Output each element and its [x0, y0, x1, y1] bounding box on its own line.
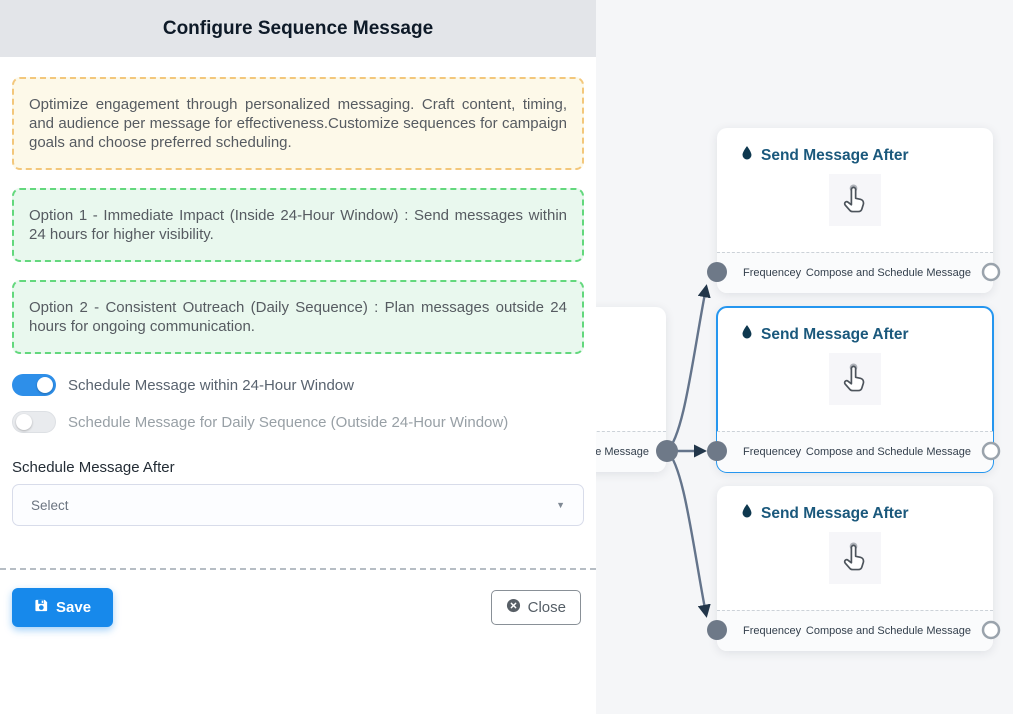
- flow-node-send-message-1[interactable]: Send Message After Frequencey Compose an…: [717, 128, 993, 293]
- info-note: Optimize engagement through personalized…: [12, 77, 584, 170]
- save-button[interactable]: Save: [12, 588, 114, 627]
- save-button-label: Save: [56, 599, 92, 616]
- schedule-after-label: Schedule Message After: [12, 459, 175, 476]
- handle-label-frequency: Frequencey: [743, 267, 802, 279]
- droplet-icon: [740, 145, 754, 166]
- page-title: Configure Sequence Message: [162, 17, 434, 39]
- close-icon: [506, 598, 521, 617]
- panel-header: Configure Sequence Message: [0, 0, 596, 57]
- droplet-icon: [740, 324, 754, 345]
- node-title: Send Message After: [761, 325, 909, 343]
- handle-label-frequency: Frequencey: [743, 625, 802, 637]
- node-title: Send Message After: [761, 504, 909, 522]
- hand-pointer-icon[interactable]: [829, 353, 881, 405]
- toggle-24h-window-label: Schedule Message within 24-Hour Window: [68, 376, 354, 394]
- footer-divider: [0, 568, 596, 570]
- toggle-24h-window[interactable]: [12, 374, 56, 396]
- schedule-after-select[interactable]: Select ▼: [12, 484, 584, 526]
- hand-pointer-icon[interactable]: [829, 532, 881, 584]
- option-1-note: Option 1 - Immediate Impact (Inside 24-H…: [12, 188, 584, 262]
- chevron-down-icon: ▼: [556, 500, 565, 510]
- option-2-note: Option 2 - Consistent Outreach (Daily Se…: [12, 280, 584, 354]
- partial-node-footer-label: ce Message: [589, 446, 649, 458]
- configure-sequence-panel: Configure Sequence Message Optimize enga…: [0, 0, 596, 627]
- toggle-daily-sequence[interactable]: [12, 411, 56, 433]
- handle-label-compose: Compose and Schedule Message: [805, 446, 971, 458]
- toggle-daily-sequence-label: Schedule Message for Daily Sequence (Out…: [68, 413, 509, 431]
- save-icon: [34, 598, 49, 617]
- hand-pointer-icon[interactable]: [829, 174, 881, 226]
- handle-label-compose: Compose and Schedule Message: [805, 625, 971, 637]
- close-button-label: Close: [527, 599, 566, 616]
- handle-label-frequency: Frequencey: [743, 446, 802, 458]
- flow-node-send-message-3[interactable]: Send Message After Frequencey Compose an…: [717, 486, 993, 651]
- select-value: Select: [31, 497, 69, 513]
- close-button[interactable]: Close: [490, 590, 581, 625]
- handle-label-compose: Compose and Schedule Message: [805, 267, 971, 279]
- flow-node-send-message-2[interactable]: Send Message After Frequencey Compose an…: [716, 306, 994, 473]
- droplet-icon: [740, 503, 754, 524]
- node-title: Send Message After: [761, 146, 909, 164]
